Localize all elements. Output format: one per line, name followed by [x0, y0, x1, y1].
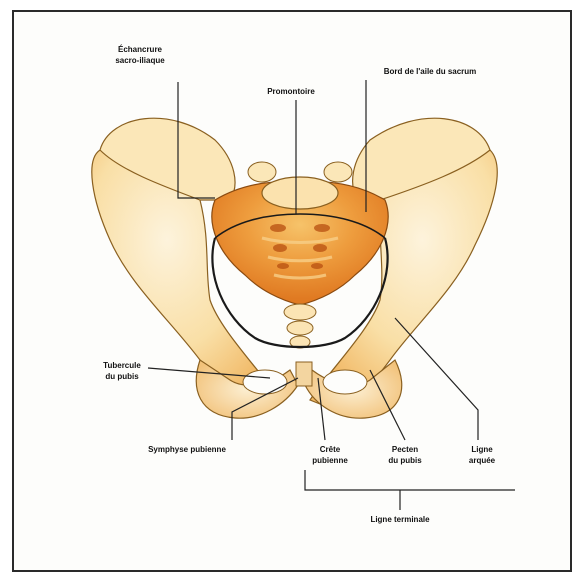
label-echancrure: Échancrure sacro-iliaque: [100, 44, 180, 66]
label-promontoire: Promontoire: [226, 86, 356, 97]
label-symphyse: Symphyse pubienne: [112, 444, 262, 455]
label-pecten: Pecten du pubis: [370, 444, 440, 466]
right-articular: [324, 162, 352, 182]
label-crete: Crête pubienne: [300, 444, 360, 466]
left-articular: [248, 162, 276, 182]
right-obturator: [323, 370, 367, 394]
label-bord-aileron: Bord de l'aile du sacrum: [340, 66, 520, 77]
label-ligne-arquee: Ligne arquée: [452, 444, 512, 466]
promontory-body: [262, 177, 338, 209]
coccyx: [284, 304, 316, 348]
label-ligne-terminale: Ligne terminale: [340, 514, 460, 525]
left-obturator: [243, 370, 287, 394]
pubic-symphysis: [296, 362, 312, 386]
label-tubercule: Tubercule du pubis: [82, 360, 162, 382]
